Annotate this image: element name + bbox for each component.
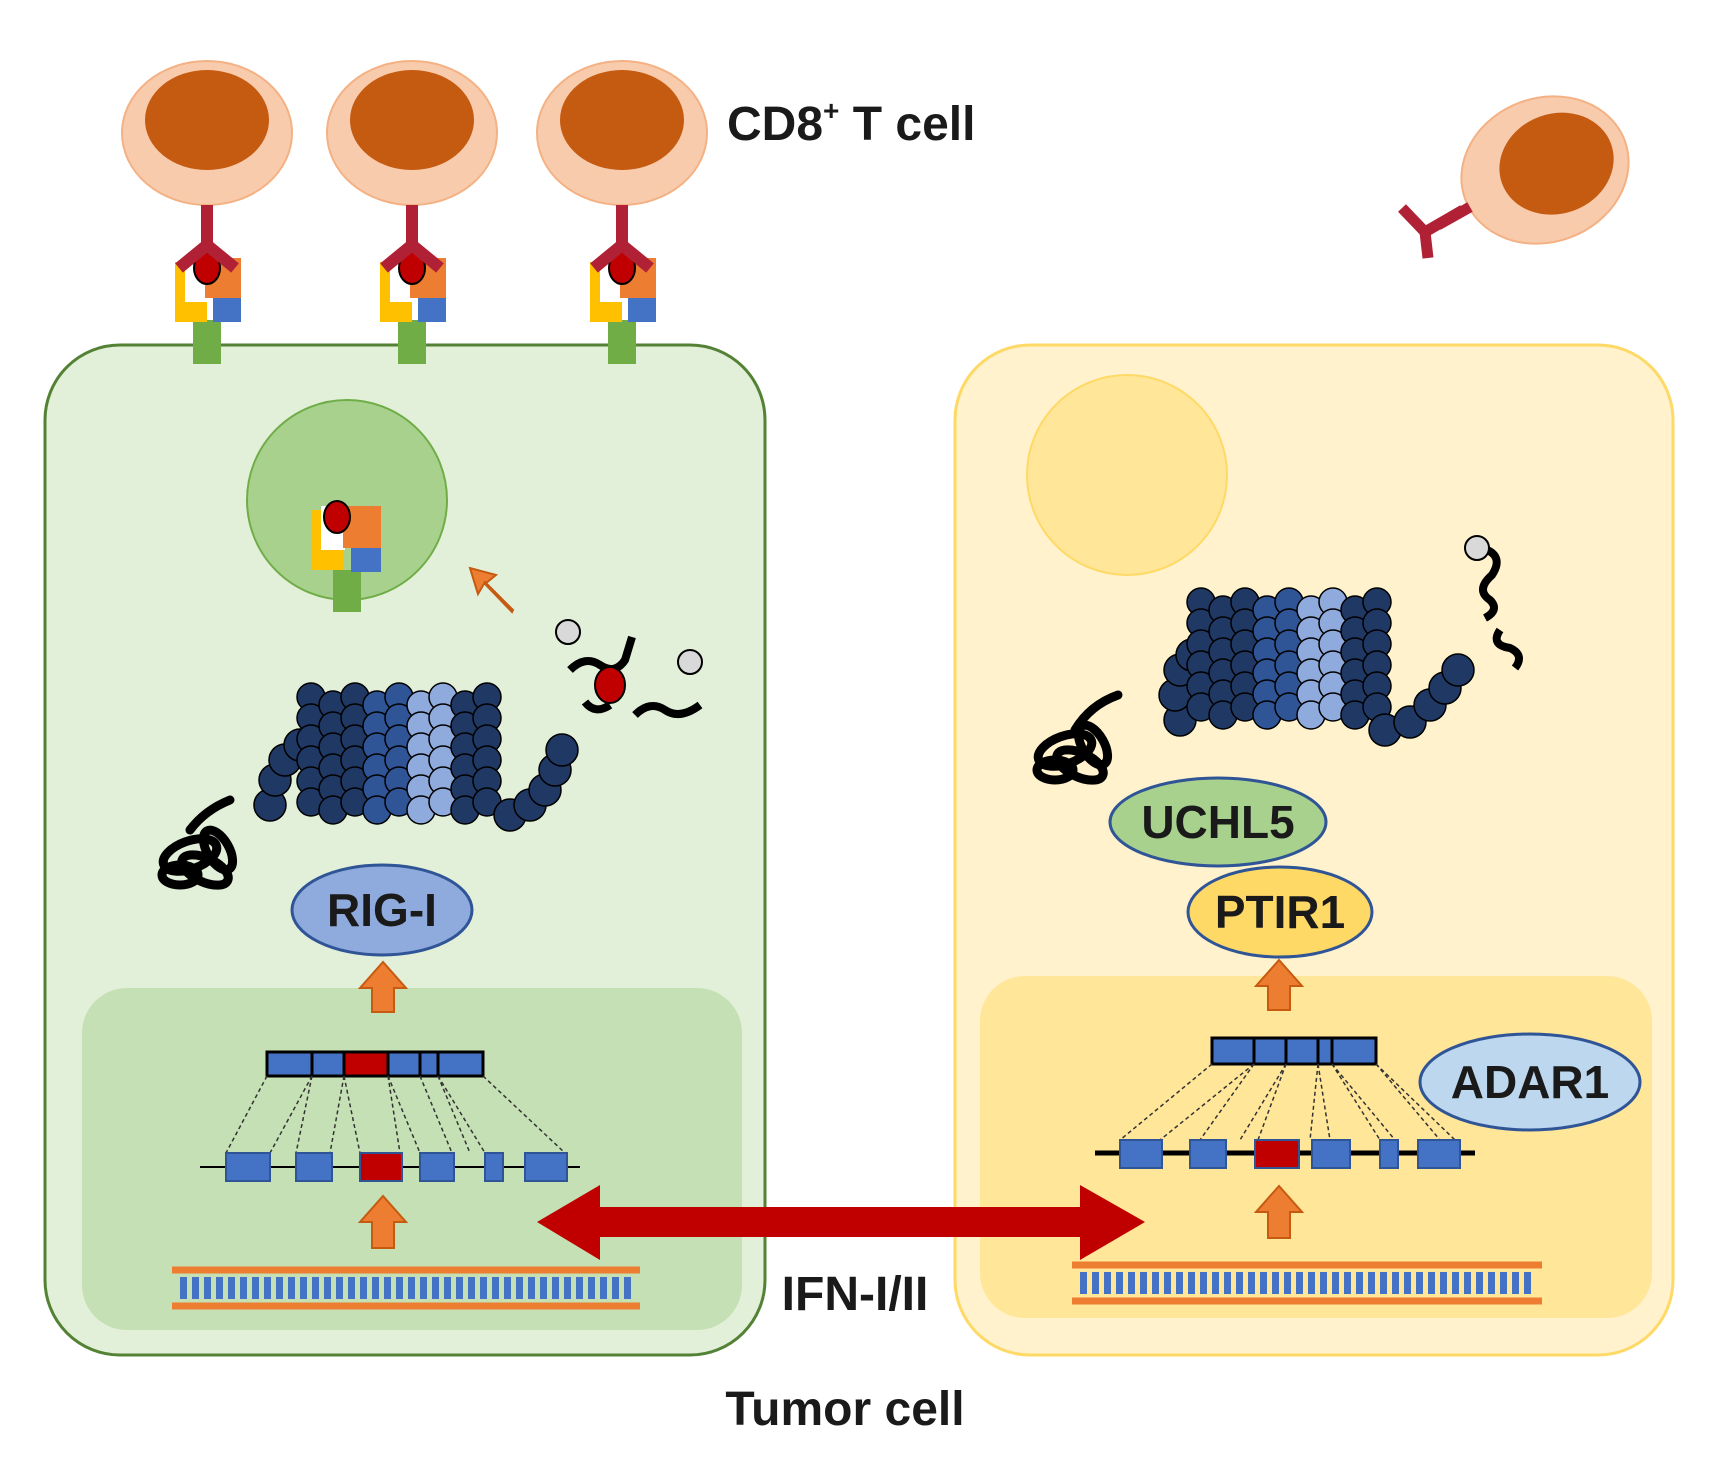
right-vesicle <box>1026 374 1228 576</box>
dna-left <box>172 1266 640 1310</box>
orange-arrows <box>357 958 1305 1249</box>
splice-lines-left <box>225 1075 566 1154</box>
peptide-transport-arrow <box>468 566 515 614</box>
mhc-tcr-2 <box>380 205 446 364</box>
substrate-bead <box>545 733 579 767</box>
peptide-fragments-left <box>555 619 703 718</box>
adar1-label: ADAR1 <box>1451 1056 1609 1108</box>
ptir1-label: PTIR1 <box>1215 886 1345 938</box>
tcell-3 <box>536 60 708 206</box>
mhc-tcr-1 <box>175 205 241 364</box>
ptir1-ellipse <box>1186 865 1374 959</box>
substrate-bead <box>1441 653 1475 687</box>
mature-mrna-right <box>1210 1036 1378 1066</box>
mhc-tcr-3 <box>590 205 656 364</box>
rigi-label: RIG-I <box>327 884 437 936</box>
ifn-double-arrow <box>537 1185 1145 1260</box>
mature-mrna-left <box>265 1050 485 1078</box>
tumor-cell-label: Tumor cell <box>725 1383 964 1436</box>
tcell-2 <box>326 60 498 206</box>
uchl5-label: UCHL5 <box>1141 796 1294 848</box>
ubiquitin-chain-left <box>157 795 238 890</box>
tcell-unbound <box>1460 95 1630 245</box>
proteasome-right <box>1158 587 1475 747</box>
adar1-ellipse <box>1418 1032 1642 1132</box>
tcell-1 <box>121 60 293 206</box>
dna-right <box>1072 1261 1542 1305</box>
pre-mrna-right <box>1095 1139 1475 1169</box>
splice-lines-right <box>1119 1063 1456 1141</box>
mhc-in-vesicle <box>311 500 381 612</box>
tcr-unbound <box>1398 202 1473 259</box>
rigi-ellipse <box>290 863 474 957</box>
proteasome-left <box>253 682 579 832</box>
uchl5-ellipse <box>1108 776 1328 868</box>
peptide-fragments-right <box>1464 535 1523 671</box>
ifn-label: IFN-I/II <box>782 1268 929 1321</box>
ubiquitin-chain-right <box>1032 690 1123 785</box>
tcell-label: CD8+ T cell <box>727 95 975 151</box>
pre-mrna-left <box>200 1152 580 1182</box>
